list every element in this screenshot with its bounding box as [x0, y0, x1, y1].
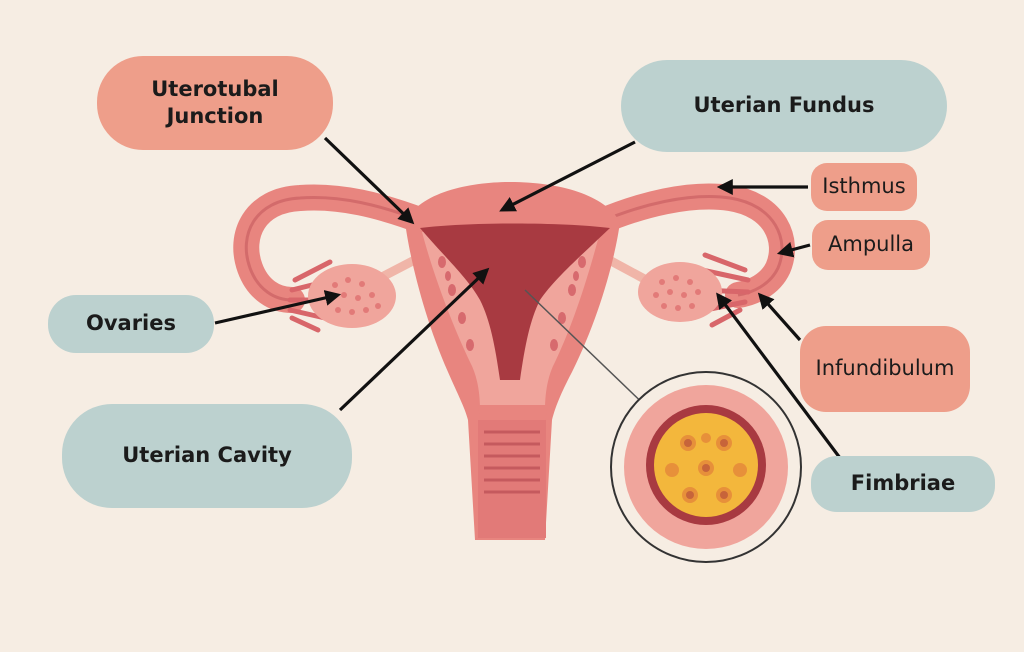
- pointer-arrows: [214, 136, 842, 459]
- uterine-cavity: [420, 223, 610, 380]
- label-isthmus: Isthmus: [811, 163, 917, 211]
- label-infundibulum: Infundibulum: [800, 326, 970, 412]
- label-uterotubal-junction: Uterotubal Junction: [97, 56, 333, 150]
- arrow-cavity: [338, 267, 490, 412]
- uterus-body: [405, 182, 620, 540]
- label-ovaries: Ovaries: [48, 295, 214, 353]
- right-fallopian-tube: [587, 183, 795, 308]
- label-ampulla: Ampulla: [812, 220, 930, 270]
- arrow-uterotubal: [323, 136, 415, 225]
- right-ovary: [638, 262, 722, 322]
- zoom-line: [524, 289, 656, 416]
- label-uterian-fundus: Uterian Fundus: [621, 60, 947, 152]
- arrow-ampulla: [776, 241, 811, 258]
- arrow-infundibulum: [757, 292, 802, 342]
- label-uterian-cavity: Uterian Cavity: [62, 404, 352, 508]
- label-fimbriae: Fimbriae: [811, 456, 995, 512]
- magnified-tube-cross-section: [610, 371, 802, 563]
- left-ovary: [308, 264, 396, 328]
- arrow-ovaries: [214, 290, 342, 325]
- left-fallopian-tube: [233, 184, 438, 313]
- arrow-fundus: [499, 140, 636, 212]
- arrow-fimbriae: [716, 292, 842, 459]
